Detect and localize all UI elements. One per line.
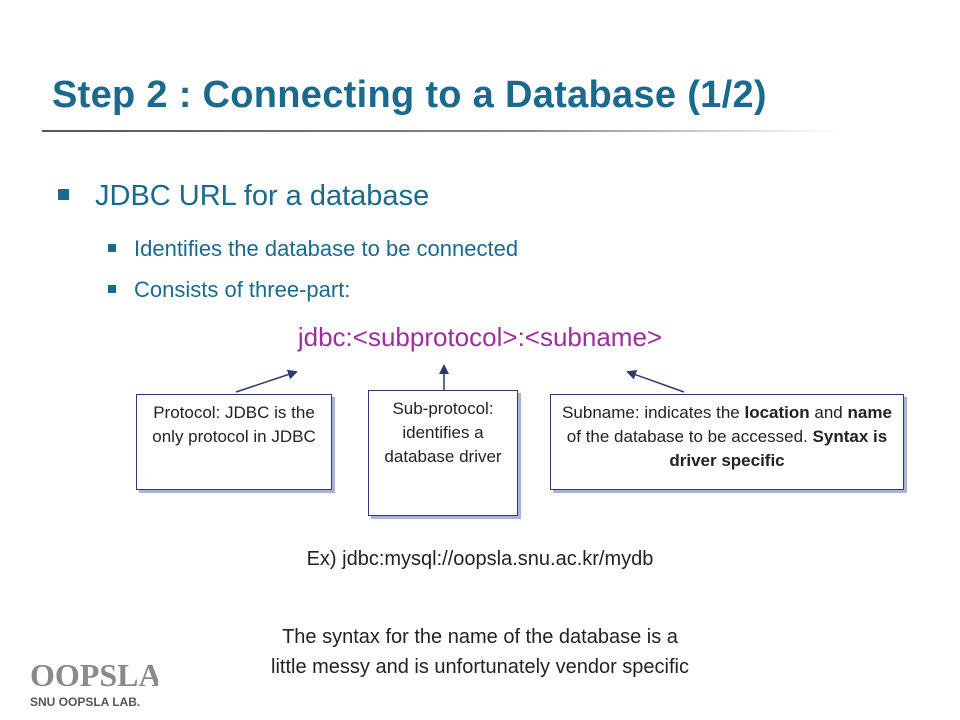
jdbc-url-format: jdbc:<subprotocol>:<subname> <box>297 322 663 352</box>
subname-driver-specific: Syntax is driver specific <box>669 427 888 470</box>
subname-arrow <box>626 369 685 393</box>
square-bullet-icon <box>108 244 116 252</box>
square-bullet-icon <box>58 189 69 200</box>
title-underline <box>42 130 842 132</box>
example-url: Ex) jdbc:mysql://oopsla.snu.ac.kr/mydb <box>306 548 654 570</box>
main-bullet: JDBC URL for a database <box>58 180 429 213</box>
vendor-note: The syntax for the name of the database … <box>0 622 960 682</box>
subname-callout: Subname: indicates the location and name… <box>550 394 904 490</box>
square-bullet-icon <box>108 285 116 293</box>
subname-and: and <box>809 403 848 422</box>
subname-mid: of the database to be accessed. <box>566 427 813 446</box>
logo-subtitle: SNU OOPSLA LAB. <box>30 695 140 709</box>
subprotocol-callout: Sub-protocol: identifies a database driv… <box>368 390 518 516</box>
sub-bullet-text: Identifies the database to be connected <box>134 236 519 261</box>
subname-text: Subname: indicates the <box>562 403 745 422</box>
vendor-note-line: little messy and is unfortunately vendor… <box>271 656 689 678</box>
slide-title: Step 2 : Connecting to a Database (1/2) <box>52 74 767 116</box>
sub-bullet-text: Consists of three-part: <box>134 277 351 302</box>
protocol-callout: Protocol: JDBC is the only protocol in J… <box>136 394 332 490</box>
logo-wordmark: OOPSLA <box>30 657 158 693</box>
sub-bullet: Consists of three-part: <box>108 277 350 303</box>
subname-location: location <box>744 403 810 422</box>
oopsla-logo: OOPSLA SNU OOPSLA LAB. <box>30 657 158 709</box>
sub-bullet: Identifies the database to be connected <box>108 236 518 262</box>
main-bullet-text: JDBC URL for a database <box>95 180 430 212</box>
vendor-note-line: The syntax for the name of the database … <box>282 626 678 648</box>
protocol-arrow <box>235 369 298 393</box>
subname-name: name <box>847 403 892 422</box>
